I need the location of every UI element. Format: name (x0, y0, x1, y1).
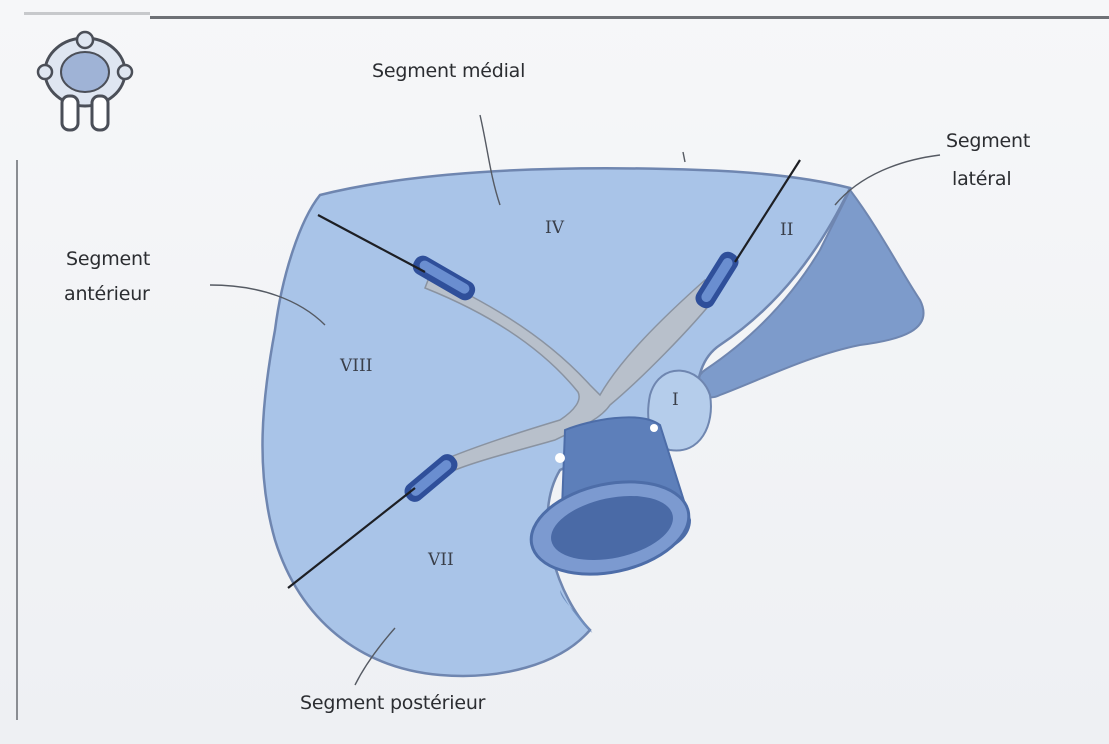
label-segment-lateral-line1: Segment (946, 130, 1030, 152)
segment-number-ii: II (780, 220, 793, 240)
label-segment-lateral-line2: latéral (952, 168, 1011, 190)
label-segment-posterior: Segment postérieur (300, 692, 485, 714)
segment-number-iv: IV (545, 218, 564, 238)
label-segment-medial: Segment médial (372, 60, 525, 82)
segment-number-i: I (672, 390, 679, 410)
label-segment-anterior-line1: Segment (66, 248, 150, 270)
segment-number-viii: VIII (340, 356, 372, 376)
label-segment-anterior-line2: antérieur (64, 283, 150, 305)
segment-number-vii: VII (428, 550, 454, 570)
body-orientation-icon (38, 32, 132, 130)
